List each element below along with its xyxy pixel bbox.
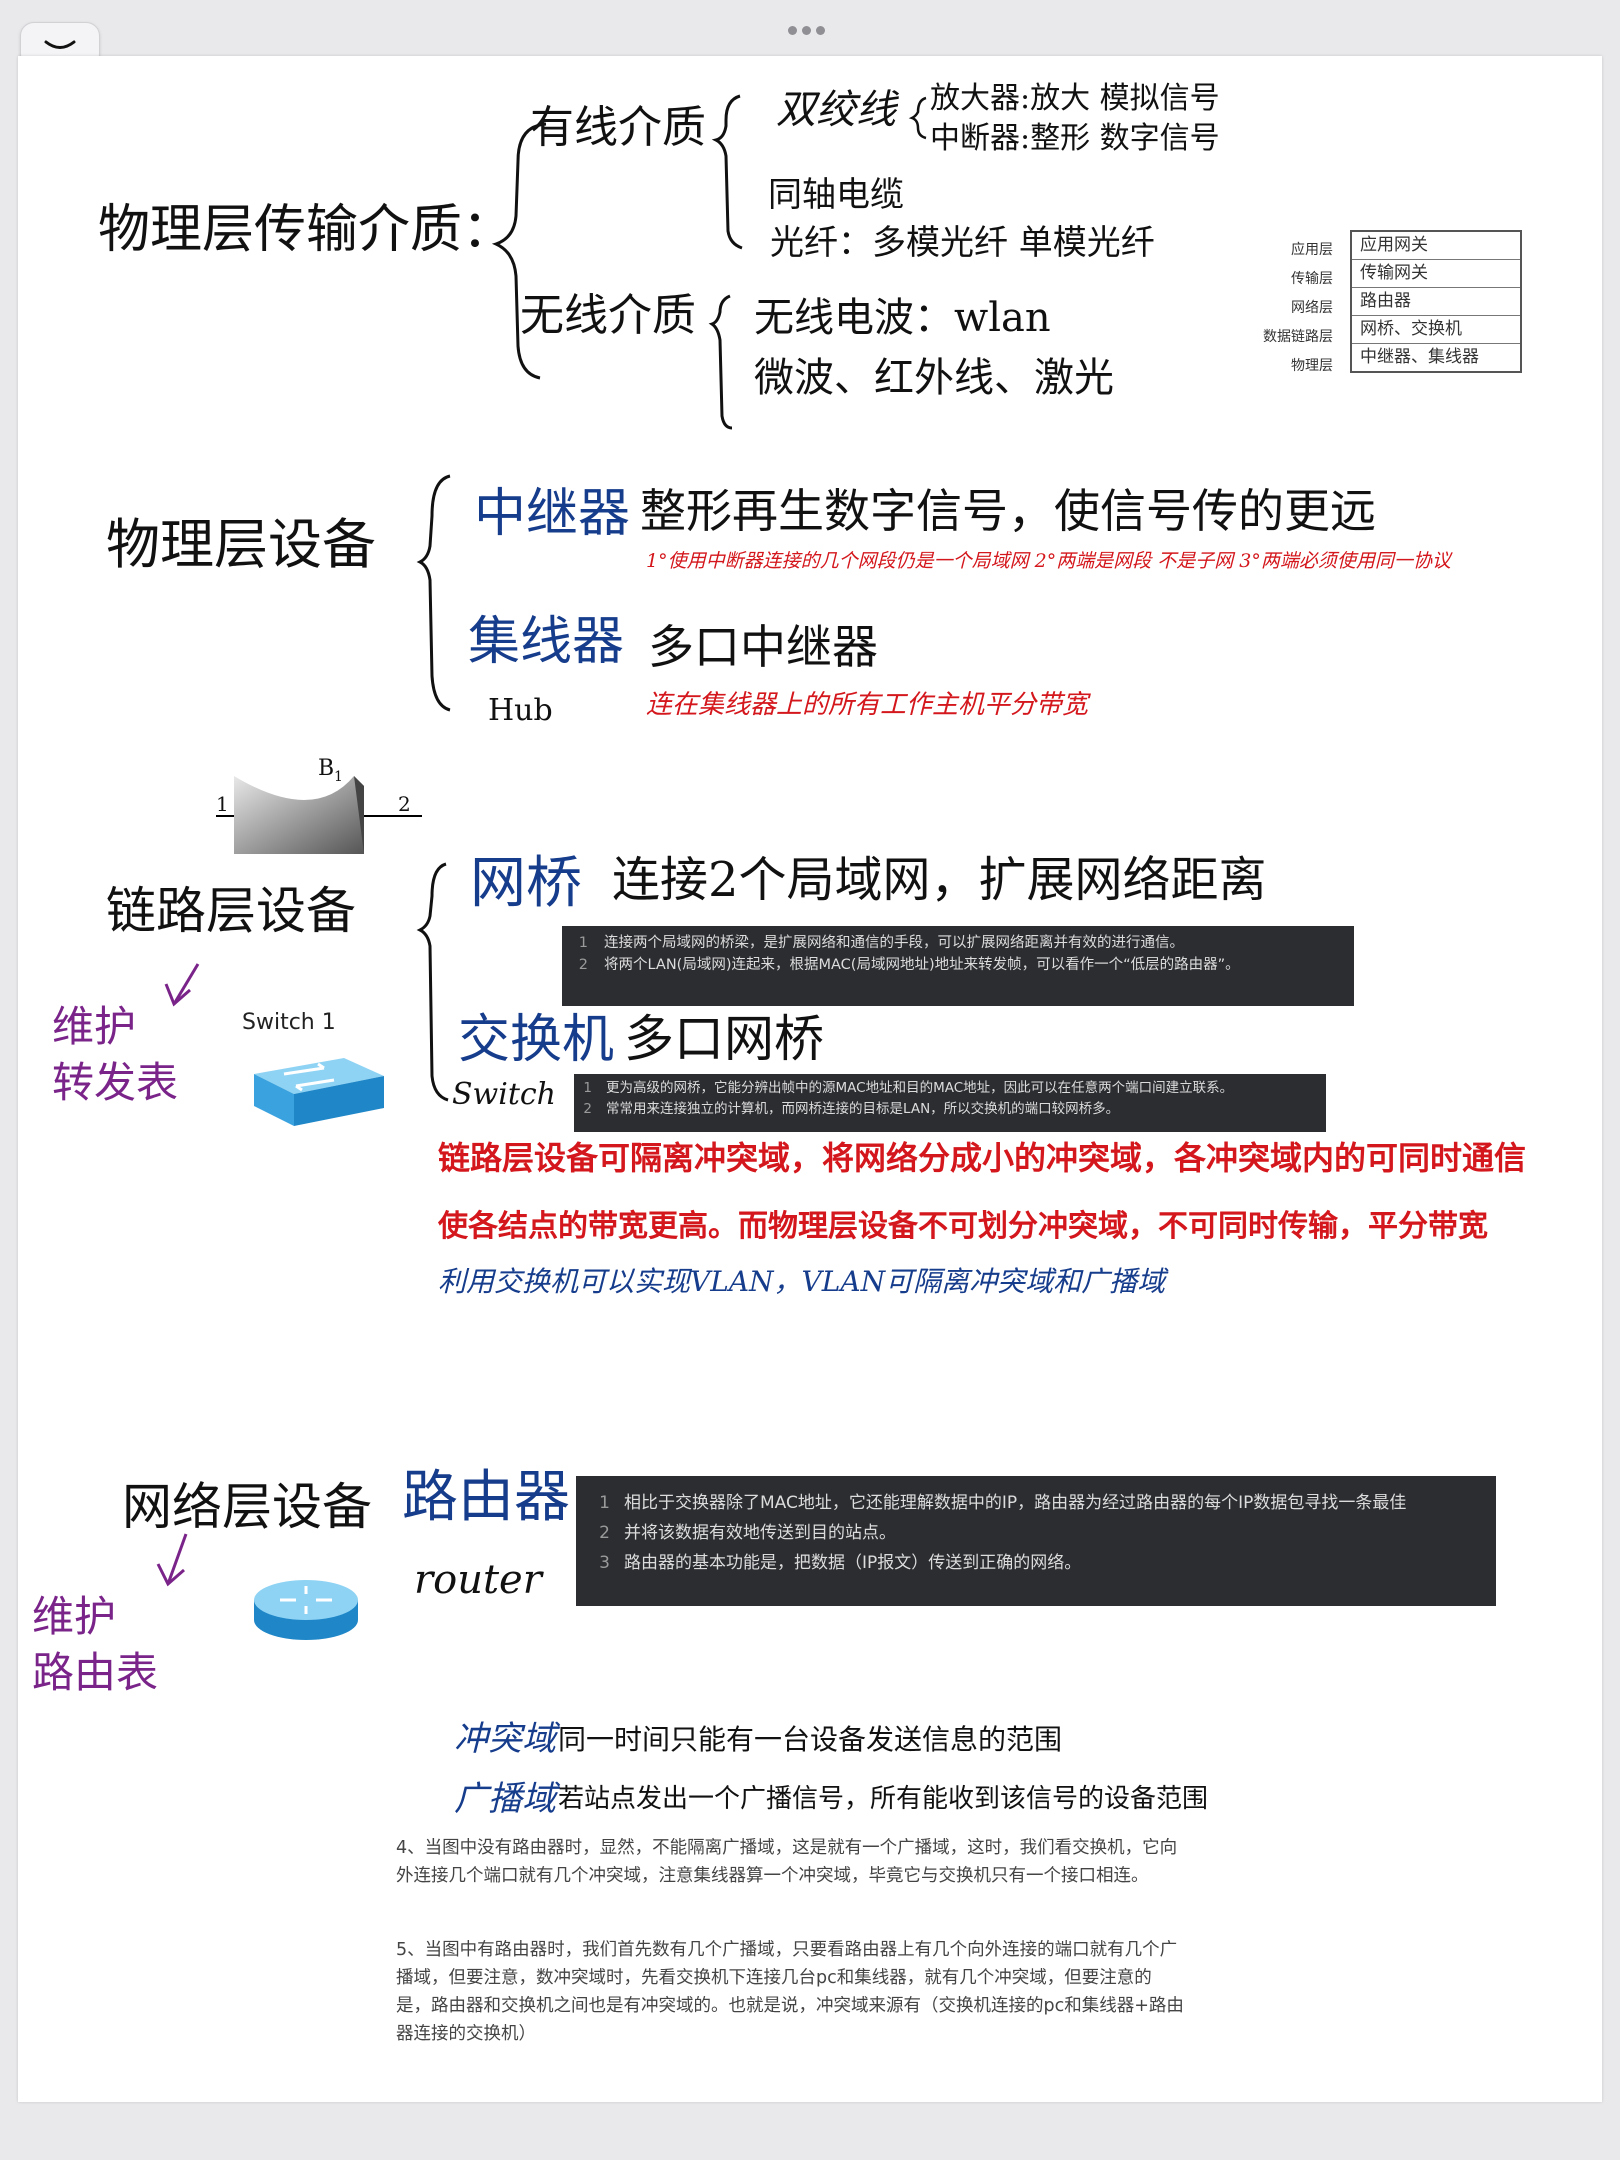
layer-device: 路由器 [1352,288,1520,316]
layer-device: 中继器、集线器 [1360,347,1479,367]
layer-device: 传输网关 [1352,260,1520,288]
layer-name: 应用层 [1291,242,1333,258]
switch-description: 多口网桥 [624,1010,824,1068]
repeater-note: 1°使用中断器连接的几个网段仍是一个局域网 2°两端是网段 不是子网 3°两端必… [646,550,1451,572]
hub-label: 集线器 [468,612,625,672]
bridge-icon [216,776,422,854]
hub-english: Hub [488,693,553,728]
repeater-label: 中继器 [474,484,631,544]
bridge-diagram: B 1 1 2 [214,754,424,864]
more-dots-icon[interactable] [788,20,832,35]
router-image [236,1568,376,1648]
chevron-down-icon [44,40,76,49]
code-line-text: 将两个LAN(局域网)连起来，根据MAC(局域网地址)地址来转发帧，可以看作一个… [604,957,1240,973]
switch-icon [254,1058,384,1126]
handwriting-strokes [156,94,927,1587]
wired-media-label: 有线介质 [530,102,706,153]
layer-names: 应用层 传输层 网络层 数据链路层 物理层 [1228,236,1343,381]
broadcast-domain-label: 广播域 [454,1779,556,1819]
layer-device: 应用网关 [1352,232,1520,260]
switch-english: Switch [452,1077,557,1112]
router-label: 路由器 [402,1465,570,1530]
layer-device: 网桥、交换机 [1352,316,1520,344]
bridge-port-2: 2 [398,792,411,816]
wireless-item-radio: 无线电波：wlan [754,295,1051,341]
section-title-link-devices: 链路层设备 [106,882,356,940]
bridge-port-1: 1 [216,792,229,816]
code-line-text: 更为高级的网桥，它能分辨出帧中的源MAC地址和目的MAC地址，因此可以在任意两个… [606,1080,1234,1096]
code-line-text: 相比于交换器除了MAC地址，它还能理解数据中的IP，路由器为经过路由器的每个IP… [624,1493,1407,1513]
code-line-text: 连接两个局域网的桥梁，是扩展网络和通信的手段，可以扩展网络距离并有效的进行通信。 [604,935,1184,951]
vlan-note: 利用交换机可以实现VLAN，VLAN可隔离冲突域和广播域 [438,1265,1166,1298]
repeater-description: 整形再生数字信号，使信号传的更远 [640,484,1376,538]
note-paragraph-5: 5、当图中有路由器时，我们首先数有几个广播域，只要看路由器上有几个向外连接的端口… [396,1940,1184,2044]
bridge-label-sub: 1 [334,769,343,785]
bridge-label: 网桥 [470,851,582,916]
switch-caption: Switch 1 [242,1010,336,1035]
red-note-line-2: 使各结点的带宽更高。而物理层设备不可划分冲突域，不可同时传输，平分带宽 [438,1209,1488,1244]
router-english: router [414,1557,542,1603]
router-icon [254,1580,358,1640]
section-title-network-devices: 网络层设备 [122,1478,372,1536]
layer-devices: 应用网关 传输网关 路由器 网桥、交换机 中继器、集线器 [1350,230,1522,373]
layer-name: 传输层 [1291,271,1333,287]
twisted-pair-label: 双绞线 [776,87,896,133]
wireless-media-label: 无线介质 [520,290,696,341]
note-paragraph-4: 4、当图中没有路由器时，显然，不能隔离广播域，这是就有一个广播域，这时，我们看交… [396,1838,1178,1886]
section-title-transmission-media: 物理层传输介质： [98,200,515,260]
switch-image [234,1046,394,1136]
network-side-note-1: 维护 [32,1592,117,1641]
hub-description: 多口中继器 [648,620,878,674]
section-title-physical-devices: 物理层设备 [106,513,376,576]
broadcast-domain-desc: 若站点发出一个广播信号，所有能收到该信号的设备范围 [558,1784,1209,1814]
collision-domain-desc: 同一时间只能有一台设备发送信息的范围 [558,1723,1063,1756]
coax-label: 同轴电缆 [768,175,904,215]
wireless-item-microwave: 微波、红外线、激光 [754,355,1114,401]
top-toolbar [0,0,1620,68]
switch-label: 交换机 [458,1010,615,1070]
note-page: 物理层传输介质： 有线介质 双绞线 放大器:放大 模拟信号 中断器:整形 数字信… [18,56,1602,2102]
link-side-note-2: 转发表 [52,1058,179,1107]
twisted-pair-note-repeater: 中断器:整形 数字信号 [930,121,1220,156]
hub-note: 连在集线器上的所有工作主机平分带宽 [646,690,1089,720]
bridge-label-b: B [318,756,335,781]
layer-name: 物理层 [1291,358,1333,374]
code-line-text: 路由器的基本功能是，把数据（IP报文）传送到正确的网络。 [624,1553,1082,1573]
twisted-pair-note-amplifier: 放大器:放大 模拟信号 [930,81,1220,116]
fiber-label: 光纤：多模光纤 单模光纤 [770,223,1155,263]
layer-name: 网络层 [1291,300,1333,316]
code-line-text: 常常用来连接独立的计算机，而网桥连接的目标是LAN，所以交换机的端口较网桥多。 [606,1101,1120,1117]
code-line-text: 并将该数据有效地传送到目的站点。 [624,1523,896,1543]
link-side-note-1: 维护 [52,1002,137,1051]
red-note-line-1: 链路层设备可隔离冲突域，将网络分成小的冲突域，各冲突域内的可同时通信 [438,1139,1527,1177]
layer-name: 数据链路层 [1263,329,1333,345]
bridge-description: 连接2个局域网，扩展网络距离 [612,852,1267,908]
collision-domain-label: 冲突域 [454,1719,556,1759]
network-side-note-2: 路由表 [32,1648,159,1697]
